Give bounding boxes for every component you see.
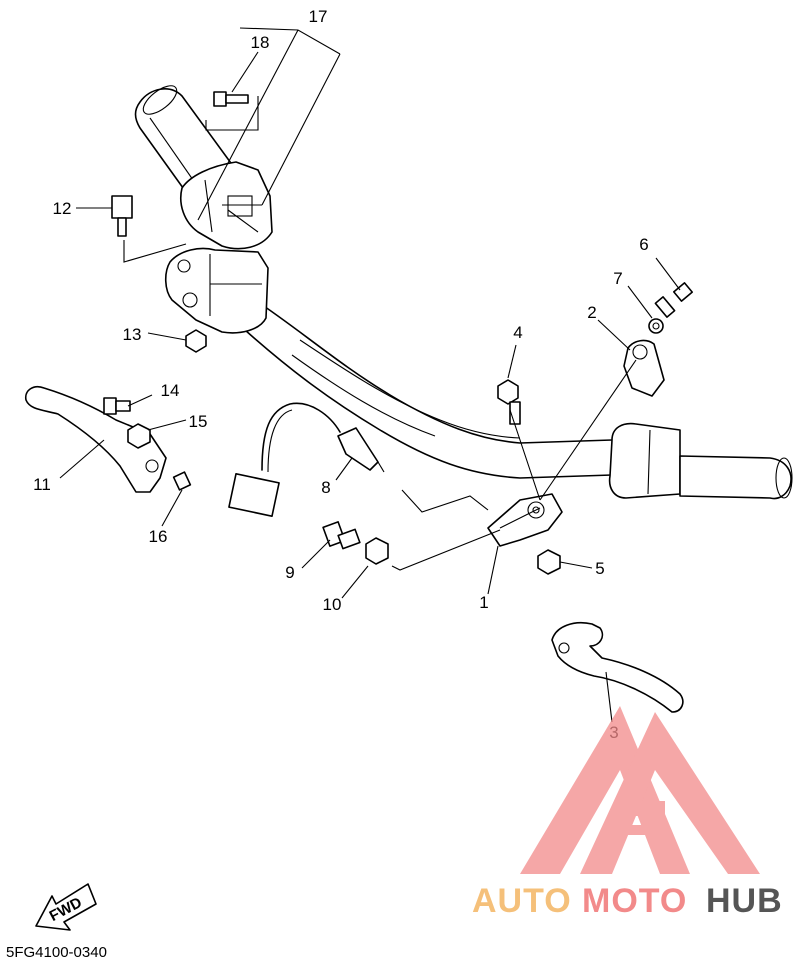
bolt-14: [103, 397, 131, 415]
callout-15: 15: [189, 412, 208, 431]
left-switch-housing: [164, 247, 269, 334]
lever-bracket: [623, 339, 665, 397]
callout-2: 2: [587, 303, 596, 322]
callout-11: 11: [33, 475, 51, 494]
right-lever: [551, 622, 684, 713]
handlebar: [244, 299, 613, 479]
callout-18: 18: [251, 33, 270, 52]
left-lever: [24, 385, 167, 493]
brand-moto: MOTO: [582, 882, 687, 920]
nut-15: [127, 423, 151, 449]
fwd-arrow: FWD: [35, 883, 97, 931]
callout-17: 17: [309, 7, 328, 26]
callout-12: 12: [53, 199, 72, 218]
bolt-12: [111, 195, 133, 237]
lever-holder: [487, 493, 563, 547]
callout-6: 6: [639, 235, 648, 254]
nut-10: [365, 537, 389, 565]
callout-1: 1: [479, 593, 488, 612]
logo-inner-g: [614, 801, 665, 835]
screw-16: [172, 471, 192, 491]
washer-7: [648, 318, 664, 334]
callout-7: 7: [613, 269, 622, 288]
callout-8: 8: [321, 478, 330, 497]
right-grip: [608, 422, 793, 500]
throttle-housing: [180, 161, 273, 250]
callout-13: 13: [123, 325, 142, 344]
bolt-18: [213, 91, 249, 107]
callout-4: 4: [513, 323, 522, 342]
nut-13: [185, 329, 207, 353]
brand-auto: AUTO: [472, 882, 572, 920]
callout-16: 16: [149, 527, 168, 546]
callout-10: 10: [323, 595, 342, 614]
callout-5: 5: [595, 559, 604, 578]
screw-9: [322, 521, 361, 550]
callout-leaders: [59, 27, 681, 723]
brand-hub: HUB: [706, 882, 783, 920]
switch-wire: [228, 402, 385, 518]
drawing-code: 5FG4100-0340: [6, 944, 107, 961]
watermark-brand: AUTO MOTO HUB: [472, 882, 783, 920]
watermark-logo: [520, 706, 760, 874]
bolt-4: [497, 379, 521, 425]
bolt-6: [654, 282, 694, 318]
assembly-lines: [123, 96, 637, 571]
nut-5: [537, 549, 561, 575]
callout-14: 14: [161, 381, 180, 400]
callout-9: 9: [285, 563, 294, 582]
